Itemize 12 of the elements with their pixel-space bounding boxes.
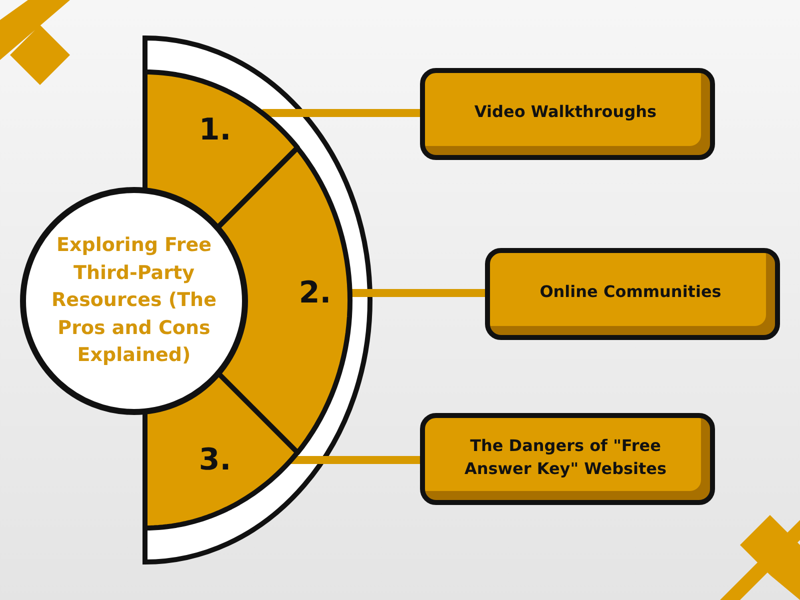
topic-card <box>420 413 715 505</box>
step-number: 2. <box>298 275 332 310</box>
title-text: Exploring Free Third-Party Resources (The Pros and Cons Explained) <box>50 233 218 368</box>
connector-line <box>262 109 420 117</box>
topic-text: The Dangers of "Free Answer Key" Websites <box>463 434 668 480</box>
step-number: 1. <box>198 112 232 148</box>
topic-text: Video Walkthroughs <box>474 101 657 124</box>
topic-card <box>485 248 780 340</box>
connector-line <box>291 456 420 464</box>
topic-text: Online Communities <box>540 281 722 304</box>
topic-card <box>420 68 715 160</box>
step-number: 3. <box>198 442 232 478</box>
